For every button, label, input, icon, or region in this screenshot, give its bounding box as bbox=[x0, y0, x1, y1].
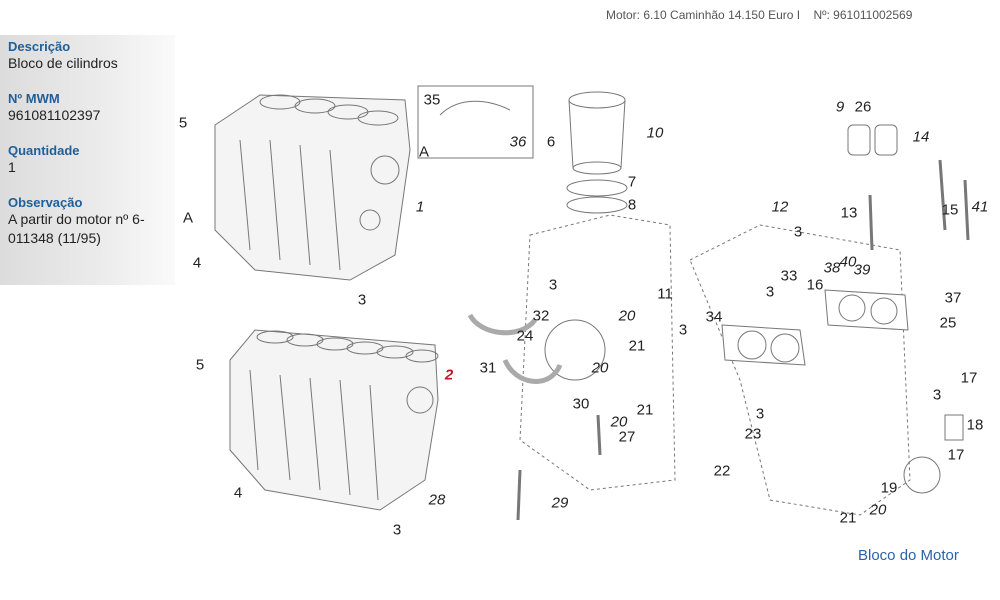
callout-3[interactable]: 3 bbox=[548, 276, 558, 294]
mwm-number-value: 961081102397 bbox=[8, 107, 101, 123]
callout-1[interactable]: 1 bbox=[415, 198, 425, 216]
callout-26[interactable]: 26 bbox=[854, 98, 872, 116]
callout-29[interactable]: 29 bbox=[551, 494, 569, 512]
callout-4[interactable]: 4 bbox=[233, 484, 243, 502]
callout-13[interactable]: 13 bbox=[840, 204, 858, 222]
callout-A[interactable]: A bbox=[182, 209, 194, 227]
callout-10[interactable]: 10 bbox=[646, 124, 664, 142]
callout-3[interactable]: 3 bbox=[765, 283, 775, 301]
right-block-section bbox=[689, 224, 911, 516]
callout-32[interactable]: 32 bbox=[532, 307, 550, 325]
field-observation: Observação A partir do motor nº 6-011348… bbox=[8, 195, 175, 248]
observation-label: Observação bbox=[8, 195, 83, 210]
callout-24[interactable]: 24 bbox=[516, 327, 534, 345]
callout-19[interactable]: 19 bbox=[880, 479, 898, 497]
callout-22[interactable]: 22 bbox=[713, 462, 731, 480]
engine-model: Motor: 6.10 Caminhão 14.150 Euro I bbox=[606, 8, 801, 22]
callout-6[interactable]: 6 bbox=[546, 133, 556, 151]
callout-30[interactable]: 30 bbox=[572, 395, 590, 413]
callout-8[interactable]: 8 bbox=[627, 196, 637, 214]
callout-21[interactable]: 21 bbox=[636, 401, 654, 419]
mwm-number-label: Nº MWM bbox=[8, 91, 60, 106]
head-gasket bbox=[721, 289, 909, 366]
callout-36[interactable]: 36 bbox=[509, 133, 527, 151]
callout-17[interactable]: 17 bbox=[947, 446, 965, 464]
callout-34[interactable]: 34 bbox=[705, 308, 723, 326]
bolts bbox=[516, 414, 602, 521]
callout-20[interactable]: 20 bbox=[869, 501, 887, 519]
callout-18[interactable]: 18 bbox=[966, 416, 984, 434]
bearing-shell-31 bbox=[502, 358, 563, 384]
callout-20[interactable]: 20 bbox=[618, 307, 636, 325]
sensor-cable bbox=[439, 100, 511, 116]
callout-2[interactable]: 2 bbox=[444, 366, 454, 384]
cylinder-liner bbox=[566, 91, 628, 214]
callout-16[interactable]: 16 bbox=[806, 276, 824, 294]
cover-seal bbox=[903, 456, 941, 494]
engine-block-6cyl bbox=[229, 329, 439, 511]
sleeve-9 bbox=[847, 124, 871, 156]
description-label: Descrição bbox=[8, 39, 71, 54]
callout-14[interactable]: 14 bbox=[912, 128, 930, 146]
callout-11[interactable]: 11 bbox=[657, 285, 673, 303]
crank-bore bbox=[544, 319, 606, 381]
sleeve-26 bbox=[874, 124, 898, 156]
quantity-label: Quantidade bbox=[8, 143, 80, 158]
callout-27[interactable]: 27 bbox=[618, 428, 636, 446]
callout-3[interactable]: 3 bbox=[357, 291, 367, 309]
callout-41[interactable]: 41 bbox=[971, 198, 989, 216]
callout-3[interactable]: 3 bbox=[932, 386, 942, 404]
quantity-value: 1 bbox=[8, 159, 16, 175]
callout-7[interactable]: 7 bbox=[627, 173, 637, 191]
callout-33[interactable]: 33 bbox=[780, 267, 798, 285]
callout-20[interactable]: 20 bbox=[610, 413, 628, 431]
engine-block-4cyl bbox=[214, 94, 411, 281]
plug-18 bbox=[944, 414, 964, 441]
footer-link-bloco-do-motor[interactable]: Bloco do Motor bbox=[858, 547, 959, 564]
callout-38[interactable]: 38 bbox=[823, 259, 841, 277]
callout-40[interactable]: 40 bbox=[839, 253, 857, 271]
bearing-shell-24 bbox=[467, 313, 537, 336]
observation-value: A partir do motor nº 6-011348 (11/95) bbox=[8, 211, 145, 246]
callout-21[interactable]: 21 bbox=[628, 337, 646, 355]
studs bbox=[868, 159, 970, 251]
callout-9[interactable]: 9 bbox=[835, 98, 845, 116]
callout-12[interactable]: 12 bbox=[771, 198, 789, 216]
callout-31[interactable]: 31 bbox=[479, 359, 497, 377]
callout-3[interactable]: 3 bbox=[755, 405, 765, 423]
callout-28[interactable]: 28 bbox=[428, 491, 446, 509]
field-description: Descrição Bloco de cilindros bbox=[8, 39, 175, 73]
callout-3[interactable]: 3 bbox=[392, 521, 402, 539]
callout-5[interactable]: 5 bbox=[195, 356, 205, 374]
callout-4[interactable]: 4 bbox=[192, 254, 202, 272]
callout-3[interactable]: 3 bbox=[678, 321, 688, 339]
engine-info: Motor: 6.10 Caminhão 14.150 Euro I Nº: 9… bbox=[606, 8, 922, 22]
center-block-section bbox=[519, 214, 676, 491]
callout-37[interactable]: 37 bbox=[944, 289, 962, 307]
callout-3[interactable]: 3 bbox=[793, 223, 803, 241]
field-quantity: Quantidade 1 bbox=[8, 143, 175, 177]
callout-35[interactable]: 35 bbox=[423, 91, 441, 109]
engine-number: Nº: 961011002569 bbox=[813, 8, 913, 22]
sensor-inset-box bbox=[417, 85, 534, 159]
description-value: Bloco de cilindros bbox=[8, 55, 118, 71]
callout-20[interactable]: 20 bbox=[591, 359, 609, 377]
callout-17[interactable]: 17 bbox=[960, 369, 978, 387]
callout-39[interactable]: 39 bbox=[853, 261, 871, 279]
callout-A[interactable]: A bbox=[418, 143, 430, 161]
callout-15[interactable]: 15 bbox=[941, 201, 959, 219]
part-details-panel: Descrição Bloco de cilindros Nº MWM 9610… bbox=[0, 35, 175, 285]
callout-23[interactable]: 23 bbox=[744, 425, 762, 443]
callout-21[interactable]: 21 bbox=[839, 509, 857, 527]
field-mwm-number: Nº MWM 961081102397 bbox=[8, 91, 175, 125]
callout-25[interactable]: 25 bbox=[939, 314, 957, 332]
callout-5[interactable]: 5 bbox=[178, 114, 188, 132]
